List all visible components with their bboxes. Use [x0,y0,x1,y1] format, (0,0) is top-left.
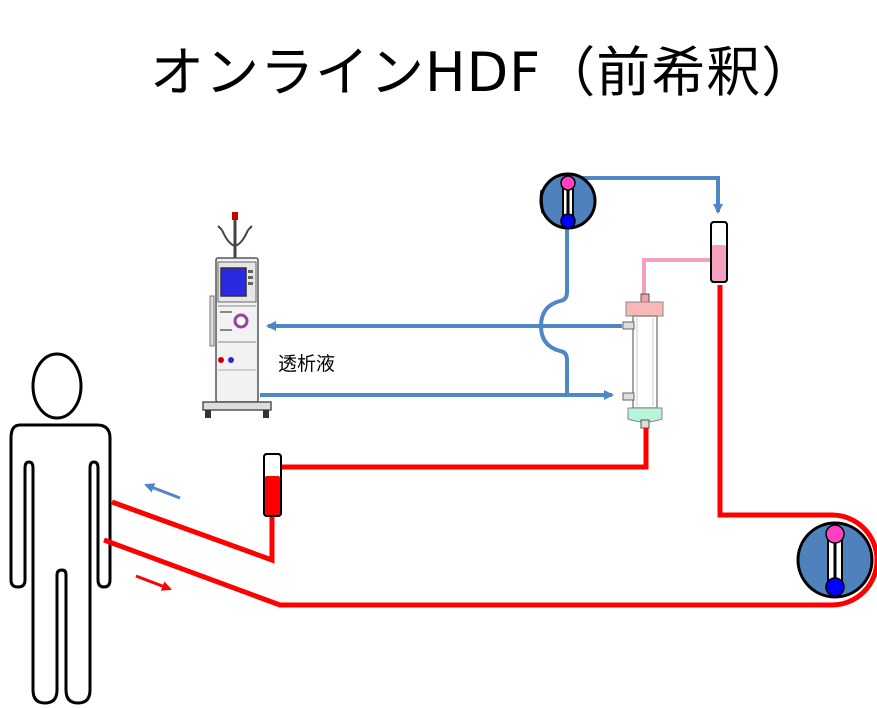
blood-circuit [103,285,877,608]
monitor-screen [220,267,247,297]
substitution-pump [539,172,597,230]
venous-return-line [111,499,275,564]
venous-drip-chamber [263,453,282,517]
dialysis-machine [202,212,272,418]
substitution-drip-chamber [710,221,728,283]
pump-segment [831,512,877,608]
substitution-fluid-line [642,258,710,298]
blood-pump [796,521,874,599]
arterial-line [103,537,832,608]
dialysate-label: 透析液 [278,353,336,375]
dialysate-circuit [260,176,723,400]
diagram-title: オンラインHDF（前希釈） [150,41,817,104]
warning-light [232,212,238,220]
patient-figure [9,352,112,705]
dialyzer [622,293,664,429]
arterial-flow-arrow [135,574,172,591]
substitution-to-chamber-line [580,176,723,214]
blood-pump-rotor [233,313,249,329]
return-flow-arrow [144,483,181,500]
post-pump-line [717,285,832,518]
substitution-supply-line [538,228,569,395]
venous-line [280,428,649,470]
